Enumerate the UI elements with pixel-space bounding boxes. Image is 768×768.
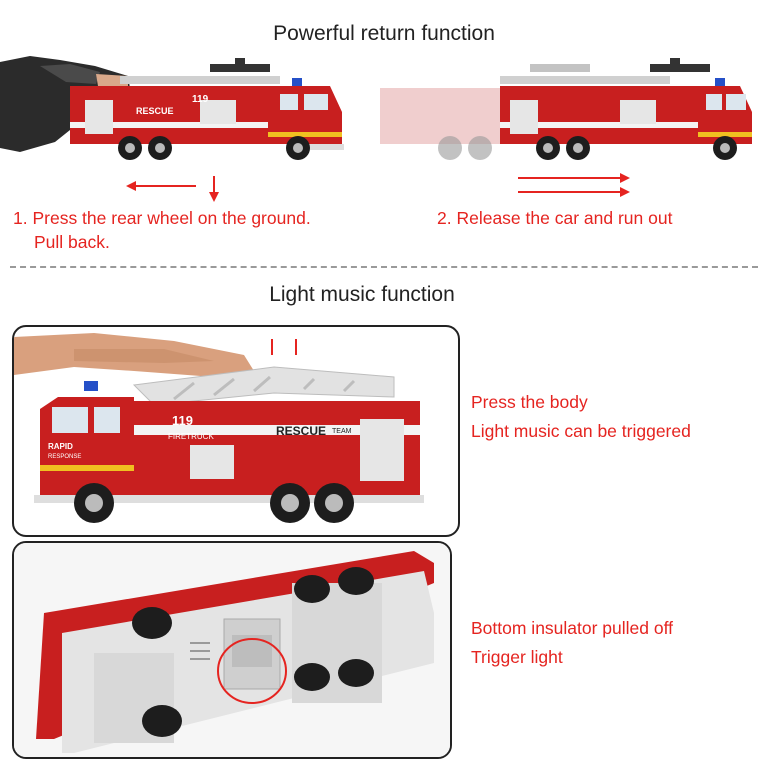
run-out-arrows-icon xyxy=(518,173,630,197)
truck-firetruck-label: FIRETRUCK xyxy=(168,432,214,441)
truck-image-run-out xyxy=(380,52,760,170)
truck-response: RESPONSE xyxy=(48,454,81,460)
panel1-line2: Light music can be triggered xyxy=(471,421,691,441)
panel-press-body: 119 FIRETRUCK RESCUE TEAM RAPID RESPONSE xyxy=(12,325,460,537)
truck-side-image: 119 FIRETRUCK RESCUE TEAM RAPID RESPONSE xyxy=(14,333,424,523)
section-title-return: Powerful return function xyxy=(273,22,495,45)
truck-team: TEAM xyxy=(332,428,352,435)
section-title-light-music: Light music function xyxy=(269,283,455,306)
truck-bottom-image xyxy=(14,543,450,757)
truck-rescue-label: RESCUE xyxy=(136,106,174,116)
pull-back-arrows-icon xyxy=(126,176,219,202)
step2-text: 2. Release the car and run out xyxy=(437,208,673,228)
truck-rescue: RESCUE xyxy=(276,424,326,438)
truck-number: 119 xyxy=(172,413,193,428)
truck-rapid: RAPID xyxy=(48,442,73,451)
step1-line1: 1. Press the rear wheel on the ground. xyxy=(13,208,311,228)
truck-number-label: 119 xyxy=(192,94,209,105)
panel1-line1: Press the body xyxy=(471,392,588,412)
panel-bottom-insulator xyxy=(12,541,452,759)
panel2-line2: Trigger light xyxy=(471,647,563,667)
section-divider xyxy=(10,266,758,268)
truck-image-pull-back: 119 RESCUE xyxy=(0,52,350,170)
step1-line2: Pull back. xyxy=(34,232,110,252)
panel2-line1: Bottom insulator pulled off xyxy=(471,618,674,638)
